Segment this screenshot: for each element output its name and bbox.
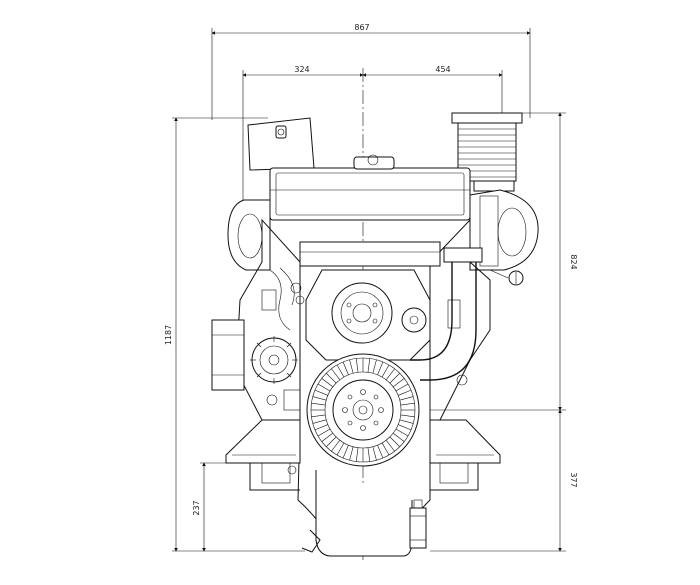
dim-upper-height: 824 bbox=[569, 254, 578, 269]
dim-base-height: 237 bbox=[192, 500, 201, 515]
dim-lower-height: 377 bbox=[569, 472, 578, 487]
dim-left-width: 324 bbox=[294, 65, 309, 74]
dim-overall-height: 1187 bbox=[164, 325, 173, 345]
dim-overall-width: 867 bbox=[354, 23, 369, 32]
engine-outline bbox=[211, 112, 539, 557]
dim-right-width: 454 bbox=[435, 65, 450, 74]
